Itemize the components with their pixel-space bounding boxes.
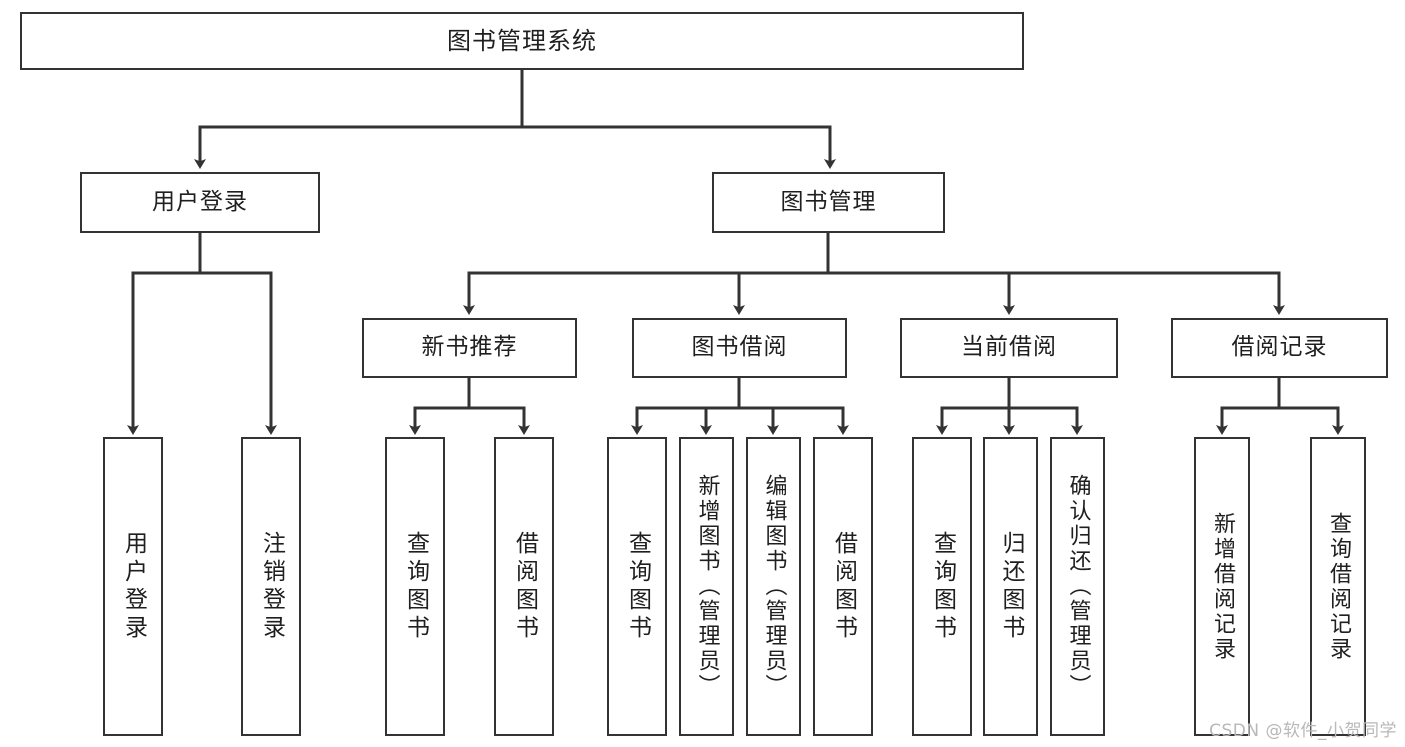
csdn-watermark: CSDN @软件_小贺同学 bbox=[1209, 721, 1397, 741]
node-root-book-management-system[interactable]: 图书管理系统 bbox=[20, 12, 1024, 70]
node-book-management[interactable]: 图书管理 bbox=[712, 172, 945, 233]
leaf-current-borrow-query-book[interactable]: 查询图书 bbox=[912, 437, 972, 736]
leaf-new-book-query-book[interactable]: 查询图书 bbox=[385, 437, 445, 736]
leaf-user-login-login[interactable]: 用户登录 bbox=[103, 437, 163, 736]
leaf-book-borrow-query-book[interactable]: 查询图书 bbox=[607, 437, 667, 736]
node-user-login[interactable]: 用户登录 bbox=[80, 172, 320, 233]
leaf-book-borrow-add-book-admin[interactable]: 新增图书（管理员） bbox=[679, 437, 734, 736]
leaf-borrow-record-query-record[interactable]: 查询借阅记录 bbox=[1310, 437, 1366, 736]
leaf-new-book-borrow-book[interactable]: 借阅图书 bbox=[494, 437, 554, 736]
leaf-current-borrow-confirm-return-admin[interactable]: 确认归还（管理员） bbox=[1050, 437, 1105, 736]
leaf-book-borrow-borrow-book[interactable]: 借阅图书 bbox=[813, 437, 873, 736]
leaf-borrow-record-add-record[interactable]: 新增借阅记录 bbox=[1194, 437, 1250, 736]
node-current-borrow[interactable]: 当前借阅 bbox=[900, 318, 1118, 378]
leaf-current-borrow-return-book[interactable]: 归还图书 bbox=[983, 437, 1038, 736]
leaf-user-login-logout[interactable]: 注销登录 bbox=[241, 437, 301, 736]
node-book-borrow[interactable]: 图书借阅 bbox=[632, 318, 847, 378]
node-new-book-recommend[interactable]: 新书推荐 bbox=[362, 318, 577, 378]
leaf-book-borrow-edit-book-admin[interactable]: 编辑图书（管理员） bbox=[746, 437, 801, 736]
node-borrow-record[interactable]: 借阅记录 bbox=[1171, 318, 1388, 378]
